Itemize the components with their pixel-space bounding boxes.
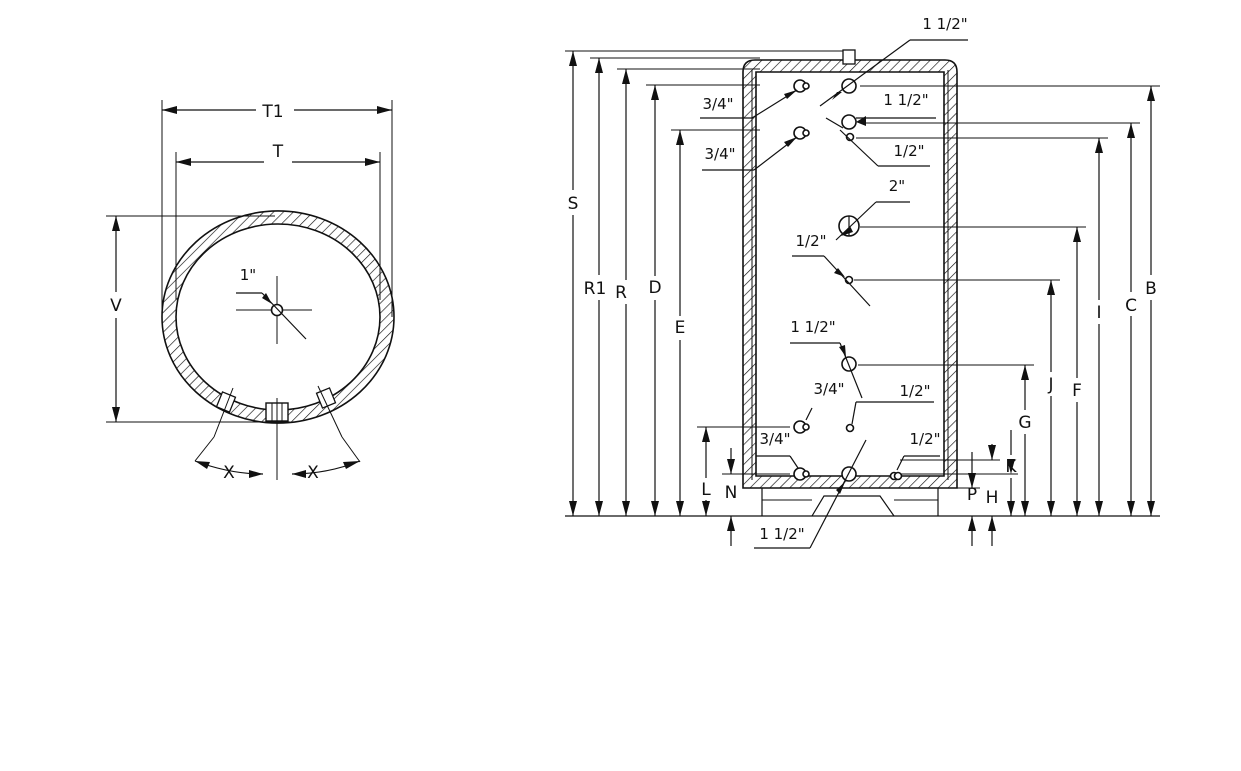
dim-e-label: E bbox=[675, 318, 686, 338]
top-center-connection: 1" bbox=[236, 266, 312, 344]
dim-k: K bbox=[900, 430, 1018, 516]
dim-d: D bbox=[646, 84, 760, 516]
dim-k-label: K bbox=[1005, 457, 1017, 477]
dim-t: T bbox=[175, 142, 381, 300]
dim-h: H bbox=[900, 444, 1000, 546]
size-upper-left-a: 3/4" bbox=[702, 95, 733, 113]
bottom-nozzle-left bbox=[215, 391, 237, 413]
connection-ports: 1 1/2" 3/4" 3/4" 1 1/2" 1 bbox=[700, 15, 968, 549]
tank-base bbox=[761, 488, 939, 517]
size-bottom-outlet: 1 1/2" bbox=[759, 525, 804, 543]
dim-r1: R1 bbox=[584, 57, 760, 516]
dim-c-label: C bbox=[1125, 296, 1137, 316]
dim-t1-label: T1 bbox=[261, 102, 283, 122]
dim-p-label: P bbox=[967, 485, 977, 505]
size-upper-left-b: 3/4" bbox=[704, 145, 735, 163]
dim-e: E bbox=[671, 129, 760, 516]
size-lower-left-a: 3/4" bbox=[813, 380, 844, 398]
dim-l: L bbox=[697, 426, 790, 516]
size-upper-right-b: 1/2" bbox=[893, 142, 924, 160]
size-upper-right-a: 1 1/2" bbox=[883, 91, 928, 109]
top-outlet-stub bbox=[842, 49, 856, 65]
dim-d-label: D bbox=[648, 278, 661, 298]
dim-j: J bbox=[854, 279, 1060, 516]
dim-x-right-label: X bbox=[307, 463, 319, 483]
dim-s: S bbox=[565, 50, 843, 516]
dim-r1-label: R1 bbox=[584, 279, 607, 299]
dim-x-left: X bbox=[194, 387, 264, 483]
size-lower-right-a: 1/2" bbox=[899, 382, 930, 400]
size-flange: 2" bbox=[889, 177, 905, 195]
dim-f: F bbox=[860, 226, 1086, 516]
dim-b-label: B bbox=[1145, 279, 1157, 299]
top-view-shell bbox=[161, 210, 395, 424]
size-mid-left: 1/2" bbox=[795, 232, 826, 250]
dim-x-left-label: X bbox=[223, 463, 235, 483]
dim-v: V bbox=[106, 215, 290, 423]
dim-x-right: X bbox=[291, 385, 361, 483]
dim-h-label: H bbox=[986, 488, 999, 508]
dim-f-label: F bbox=[1072, 381, 1082, 401]
side-view: S R1 R D bbox=[565, 15, 1160, 549]
dim-n: N bbox=[722, 448, 790, 546]
size-lower-left-b: 3/4" bbox=[759, 430, 790, 448]
dim-g-label: G bbox=[1018, 413, 1031, 433]
dim-b: B bbox=[860, 85, 1160, 516]
dim-r-label: R bbox=[615, 283, 627, 303]
dim-t1: T1 bbox=[161, 100, 393, 317]
dim-t-label: T bbox=[272, 142, 284, 162]
top-center-size-label: 1" bbox=[240, 266, 256, 284]
dim-g: G bbox=[858, 364, 1034, 516]
dim-i: I bbox=[856, 137, 1108, 516]
dim-j-label: J bbox=[1047, 375, 1053, 395]
dim-n-label: N bbox=[725, 483, 738, 503]
tank-shell bbox=[742, 59, 958, 489]
dim-i-label: I bbox=[1096, 303, 1101, 323]
size-lower-right-b: 1/2" bbox=[909, 430, 940, 448]
dim-v-label: V bbox=[110, 296, 122, 316]
dim-c: C bbox=[860, 122, 1140, 516]
size-mid-port: 1 1/2" bbox=[790, 318, 835, 336]
top-view: T1 T V 1 bbox=[106, 100, 395, 483]
dim-r: R bbox=[615, 68, 760, 516]
dim-s-label: S bbox=[568, 194, 579, 214]
dim-p: P bbox=[940, 452, 980, 546]
dim-l-label: L bbox=[701, 480, 711, 500]
size-top-outlet: 1 1/2" bbox=[922, 15, 967, 33]
